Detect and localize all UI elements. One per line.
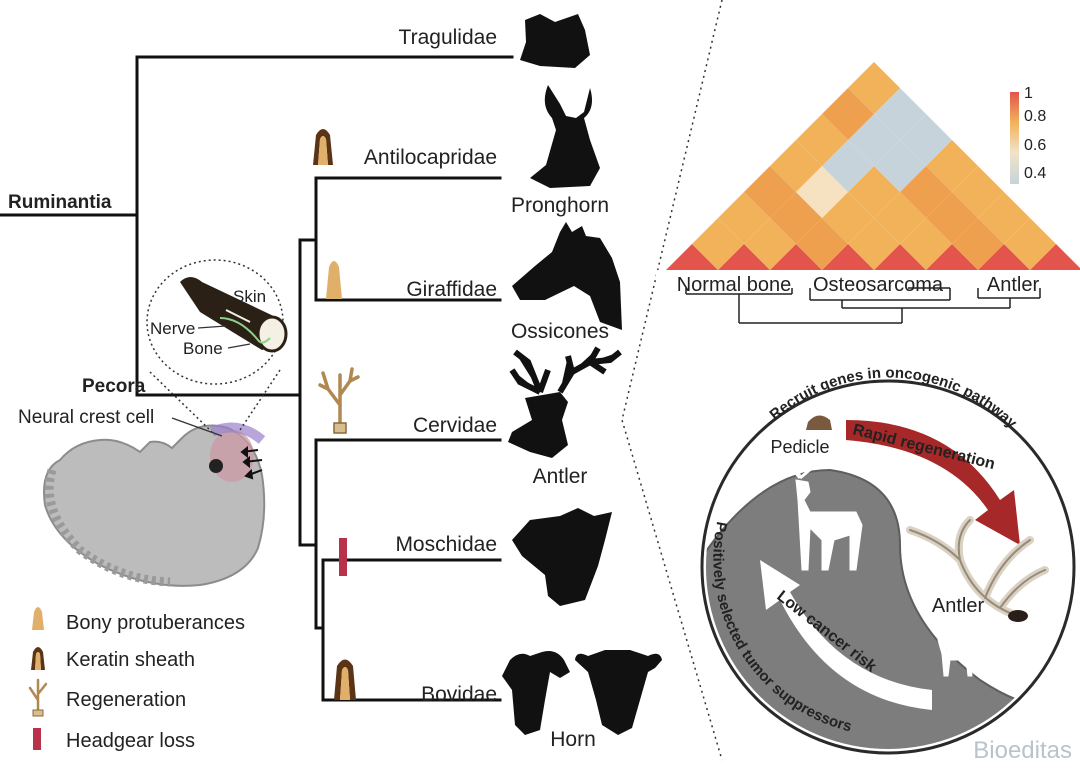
- giraffe-head-silhouette: [512, 222, 622, 330]
- legend-bony-protuberance-icon: [32, 607, 44, 630]
- deer-head-silhouette: [508, 346, 622, 458]
- antler-label: Antler: [932, 595, 985, 617]
- embryo-eye: [209, 459, 223, 473]
- bony-protuberance-icon: [326, 261, 342, 299]
- caption-horn: Horn: [550, 728, 596, 751]
- low-cancer-risk-arrow: [760, 560, 932, 710]
- embryo-illustration: [43, 422, 266, 587]
- pedicle-icon: [806, 415, 832, 430]
- animal-silhouettes: Pronghorn Ossicones Antler Horn: [502, 14, 662, 751]
- family-label-moschidae: Moschidae: [395, 533, 497, 556]
- musk-deer-head-silhouette: [512, 508, 612, 606]
- colorbar-tick-0.8: 0.8: [1024, 108, 1046, 125]
- tissue-inset: Skin Nerve Bone: [146, 259, 288, 433]
- legend-label-regeneration: Regeneration: [66, 689, 186, 711]
- keratin-sheath-icon-bovidae: [334, 659, 356, 700]
- neural-crest-label: Neural crest cell: [18, 407, 154, 428]
- family-label-giraffidae: Giraffidae: [406, 278, 497, 301]
- family-label-antilocapridae: Antilocapridae: [364, 146, 497, 169]
- rapid-regeneration-arrow: [846, 420, 1020, 545]
- similarity-heatmap: [656, 62, 1080, 298]
- legend: Bony protuberances Keratin sheath Regene…: [28, 607, 245, 752]
- small-deer-silhouette: [935, 631, 973, 677]
- heatmap-label-antler: Antler: [987, 274, 1040, 296]
- pedicle-label: Pedicle: [770, 437, 829, 457]
- caption-ossicones: Ossicones: [511, 320, 609, 343]
- keratin-sheath-icon: [313, 129, 333, 165]
- caption-antler: Antler: [533, 465, 588, 488]
- heatmap-label-osteosarcoma: Osteosarcoma: [813, 274, 944, 296]
- ruminantia-label: Ruminantia: [8, 192, 112, 213]
- antler-image: [906, 516, 1049, 622]
- legend-label-headgear-loss: Headgear loss: [66, 730, 195, 752]
- pecora-label: Pecora: [82, 376, 146, 397]
- phylogenetic-tree: Ruminantia Pecora Tragulidae Antilocapri…: [0, 26, 514, 706]
- nerve-label: Nerve: [150, 319, 195, 338]
- white-deer-silhouette: [788, 461, 863, 571]
- family-label-tragulidae: Tragulidae: [399, 26, 497, 49]
- pronghorn-head-silhouette: [530, 85, 600, 188]
- colorbar: 1 0.8 0.6 0.4: [1010, 85, 1046, 184]
- panel-divider: [621, 0, 723, 761]
- colorbar-tick-1: 1: [1024, 85, 1033, 102]
- tree-branches: [0, 55, 514, 702]
- heatmap-label-normal-bone: Normal bone: [677, 274, 792, 296]
- colorbar-tick-0.6: 0.6: [1024, 137, 1046, 154]
- cattle-head-silhouette: [575, 650, 662, 735]
- headgear-loss-icon: [339, 538, 347, 576]
- watermark: Bioeditas: [973, 737, 1072, 764]
- legend-regeneration-icon: [28, 678, 48, 717]
- legend-label-keratin: Keratin sheath: [66, 649, 195, 671]
- regeneration-cycle: Recruit genes in oncogenic pathway Posit…: [700, 365, 1076, 755]
- caption-pronghorn: Pronghorn: [511, 194, 609, 217]
- cycle-gray-region: [706, 470, 1070, 749]
- legend-headgear-loss-icon: [33, 728, 41, 750]
- regeneration-icon: [318, 367, 360, 434]
- goat-head-silhouette: [502, 651, 570, 735]
- family-label-cervidae: Cervidae: [413, 414, 497, 437]
- heatmap-dendrogram: [685, 287, 1041, 324]
- legend-label-bony: Bony protuberances: [66, 612, 245, 634]
- tragulid-head-silhouette: [520, 14, 590, 68]
- migration-arrows-icon: [240, 445, 263, 480]
- legend-keratin-sheath-icon: [31, 647, 45, 670]
- family-label-bovidae: Bovidae: [421, 683, 497, 706]
- bone-label: Bone: [183, 339, 223, 358]
- colorbar-tick-0.4: 0.4: [1024, 165, 1046, 182]
- skin-label: Skin: [233, 287, 266, 306]
- heatmap-cell: [848, 62, 900, 114]
